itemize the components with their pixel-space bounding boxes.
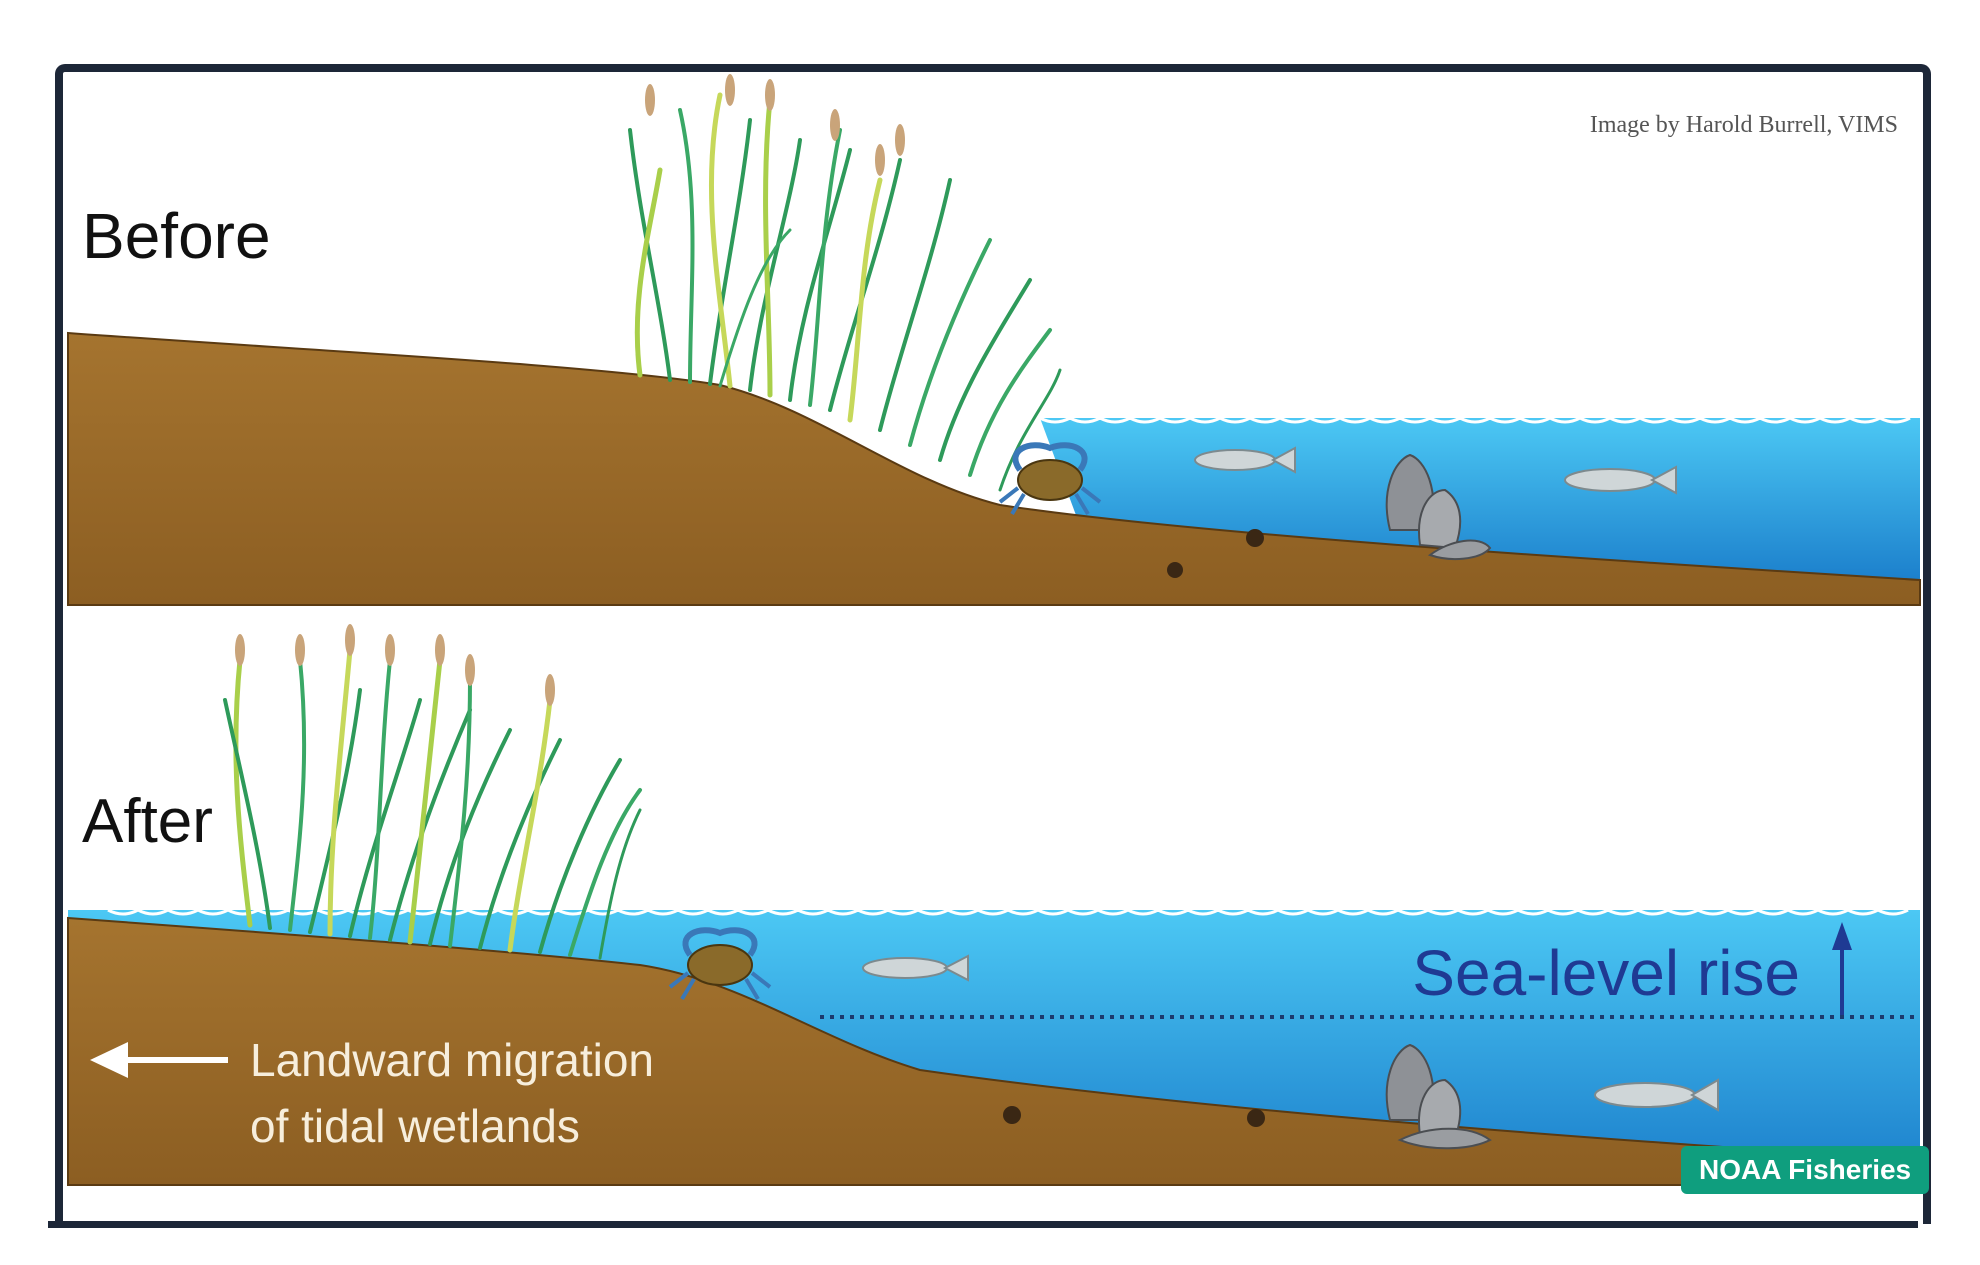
after-oyster-icon <box>1385 1043 1492 1150</box>
arrow-up-icon <box>1832 922 1852 1015</box>
after-crab-icon <box>668 927 772 1001</box>
after-panel <box>67 624 1921 1186</box>
before-panel <box>67 74 1921 606</box>
before-wave-line <box>1039 416 1911 424</box>
before-label: Before <box>82 200 271 272</box>
after-marsh-grass <box>223 624 642 960</box>
arrow-left-icon <box>90 1042 228 1078</box>
after-wave-line <box>107 908 1909 916</box>
before-snail-icon <box>1246 529 1264 547</box>
migration-label-line1: Landward migration <box>250 1034 654 1086</box>
before-crab-icon <box>998 442 1102 516</box>
migration-label-line2: of tidal wetlands <box>250 1100 580 1152</box>
before-snail-icon-2 <box>1167 562 1183 578</box>
bottom-rule <box>48 1221 1918 1228</box>
after-snail-icon <box>1003 1106 1021 1124</box>
after-label: After <box>82 787 213 856</box>
after-snail-icon-2 <box>1247 1109 1265 1127</box>
before-marsh-grass <box>628 74 1062 492</box>
before-oyster-icon <box>1385 453 1492 560</box>
after-fish-icon-2 <box>1594 1078 1719 1112</box>
before-fish-icon <box>1194 446 1296 474</box>
sea-level-rise-label: Sea-level rise <box>1412 937 1800 1009</box>
after-fish-icon <box>862 954 969 982</box>
source-badge: NOAA Fisheries <box>1681 1146 1930 1194</box>
before-fish-icon-2 <box>1564 465 1677 495</box>
credit-text: Image by Harold Burrell, VIMS <box>1590 112 1898 138</box>
before-soil <box>67 331 1921 606</box>
